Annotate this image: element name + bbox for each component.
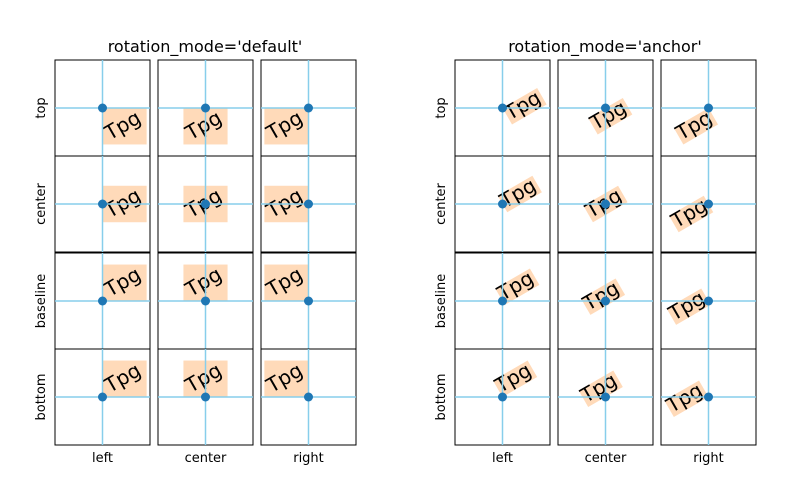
- cell-anchor-bottom-left: Tpg: [454, 348, 551, 446]
- anchor-point: [201, 296, 210, 306]
- text-bbox: [669, 195, 714, 233]
- cell-default-top-left: Tpg: [54, 59, 151, 157]
- cell-default-baseline-center: Tpg: [157, 252, 254, 350]
- text-bbox: [578, 370, 623, 407]
- anchor-point: [704, 392, 713, 402]
- anchor-point: [601, 296, 610, 306]
- row-label-center: center: [34, 182, 49, 224]
- cell-anchor-bottom-center: Tpg: [557, 348, 654, 446]
- text-bbox: [495, 268, 540, 305]
- anchor-point: [304, 103, 313, 113]
- anchor-point: [98, 199, 107, 209]
- cell-anchor-top-right: Tpg: [660, 59, 757, 157]
- cell-anchor-top-left: Tpg: [454, 59, 551, 157]
- column-label-left: left: [92, 451, 113, 466]
- cell-anchor-baseline-right: Tpg: [660, 252, 757, 350]
- cell-default-baseline-left: Tpg: [54, 252, 151, 350]
- text-bbox: [102, 360, 147, 397]
- cell-default-baseline-right: Tpg: [260, 252, 357, 350]
- cell-default-bottom-right: Tpg: [260, 348, 357, 446]
- text-bbox: [492, 360, 538, 397]
- row-label-bottom: bottom: [434, 373, 449, 420]
- text-bbox: [580, 278, 626, 315]
- anchor-point: [98, 296, 107, 306]
- cell-default-center-center: Tpg: [157, 155, 254, 253]
- row-label-baseline: baseline: [434, 274, 449, 328]
- cell-anchor-center-left: Tpg: [454, 155, 551, 253]
- anchor-point: [201, 103, 210, 113]
- text-bbox: [264, 360, 309, 397]
- cell-anchor-baseline-left: Tpg: [454, 252, 551, 350]
- cell-default-bottom-center: Tpg: [157, 348, 254, 446]
- row-label-top: top: [34, 97, 49, 118]
- anchor-point: [304, 296, 313, 306]
- panel-title-anchor: rotation_mode='anchor': [508, 37, 702, 57]
- row-label-center: center: [434, 182, 449, 224]
- row-label-bottom: bottom: [34, 373, 49, 420]
- cell-anchor-top-center: Tpg: [557, 59, 654, 157]
- text-bbox: [102, 108, 147, 145]
- anchor-point: [304, 392, 313, 402]
- anchor-point: [601, 103, 610, 113]
- anchor-point: [704, 103, 713, 113]
- anchor-point: [498, 392, 507, 402]
- column-label-center: center: [185, 451, 227, 466]
- anchor-point: [601, 392, 610, 402]
- cell-anchor-baseline-center: Tpg: [557, 252, 654, 350]
- anchor-point: [98, 103, 107, 113]
- text-bbox: [264, 264, 309, 301]
- text-bbox: [673, 108, 718, 145]
- column-label-right: right: [693, 451, 724, 466]
- anchor-point: [498, 199, 507, 209]
- anchor-point: [704, 199, 713, 209]
- anchor-point: [601, 199, 610, 209]
- anchor-point: [201, 392, 210, 402]
- column-label-left: left: [492, 451, 513, 466]
- text-bbox: [664, 380, 709, 417]
- cell-anchor-center-right: Tpg: [660, 155, 757, 253]
- anchor-point: [498, 103, 507, 113]
- anchor-point: [498, 296, 507, 306]
- row-label-top: top: [434, 97, 449, 118]
- cell-default-center-right: Tpg: [260, 155, 357, 253]
- panel-title-default: rotation_mode='default': [108, 37, 303, 57]
- anchor-point: [704, 296, 713, 306]
- text-bbox: [264, 108, 309, 145]
- cell-default-center-left: Tpg: [54, 155, 151, 253]
- column-label-center: center: [585, 451, 627, 466]
- cell-anchor-center-center: Tpg: [557, 155, 654, 253]
- anchor-point: [201, 199, 210, 209]
- cell-anchor-bottom-right: Tpg: [660, 348, 757, 446]
- anchor-point: [304, 199, 313, 209]
- text-bbox: [502, 88, 547, 125]
- text-bbox: [497, 175, 542, 213]
- anchor-point: [98, 392, 107, 402]
- cell-default-bottom-left: Tpg: [54, 348, 151, 446]
- cell-default-top-center: Tpg: [157, 59, 254, 157]
- row-label-baseline: baseline: [34, 274, 49, 328]
- text-bbox: [588, 98, 633, 135]
- text-bbox: [102, 264, 147, 301]
- cell-default-top-right: Tpg: [260, 59, 357, 157]
- text-bbox: [666, 288, 711, 325]
- column-label-right: right: [293, 451, 324, 466]
- axis-labels: left center right top center baseline bottom le…: [34, 97, 724, 466]
